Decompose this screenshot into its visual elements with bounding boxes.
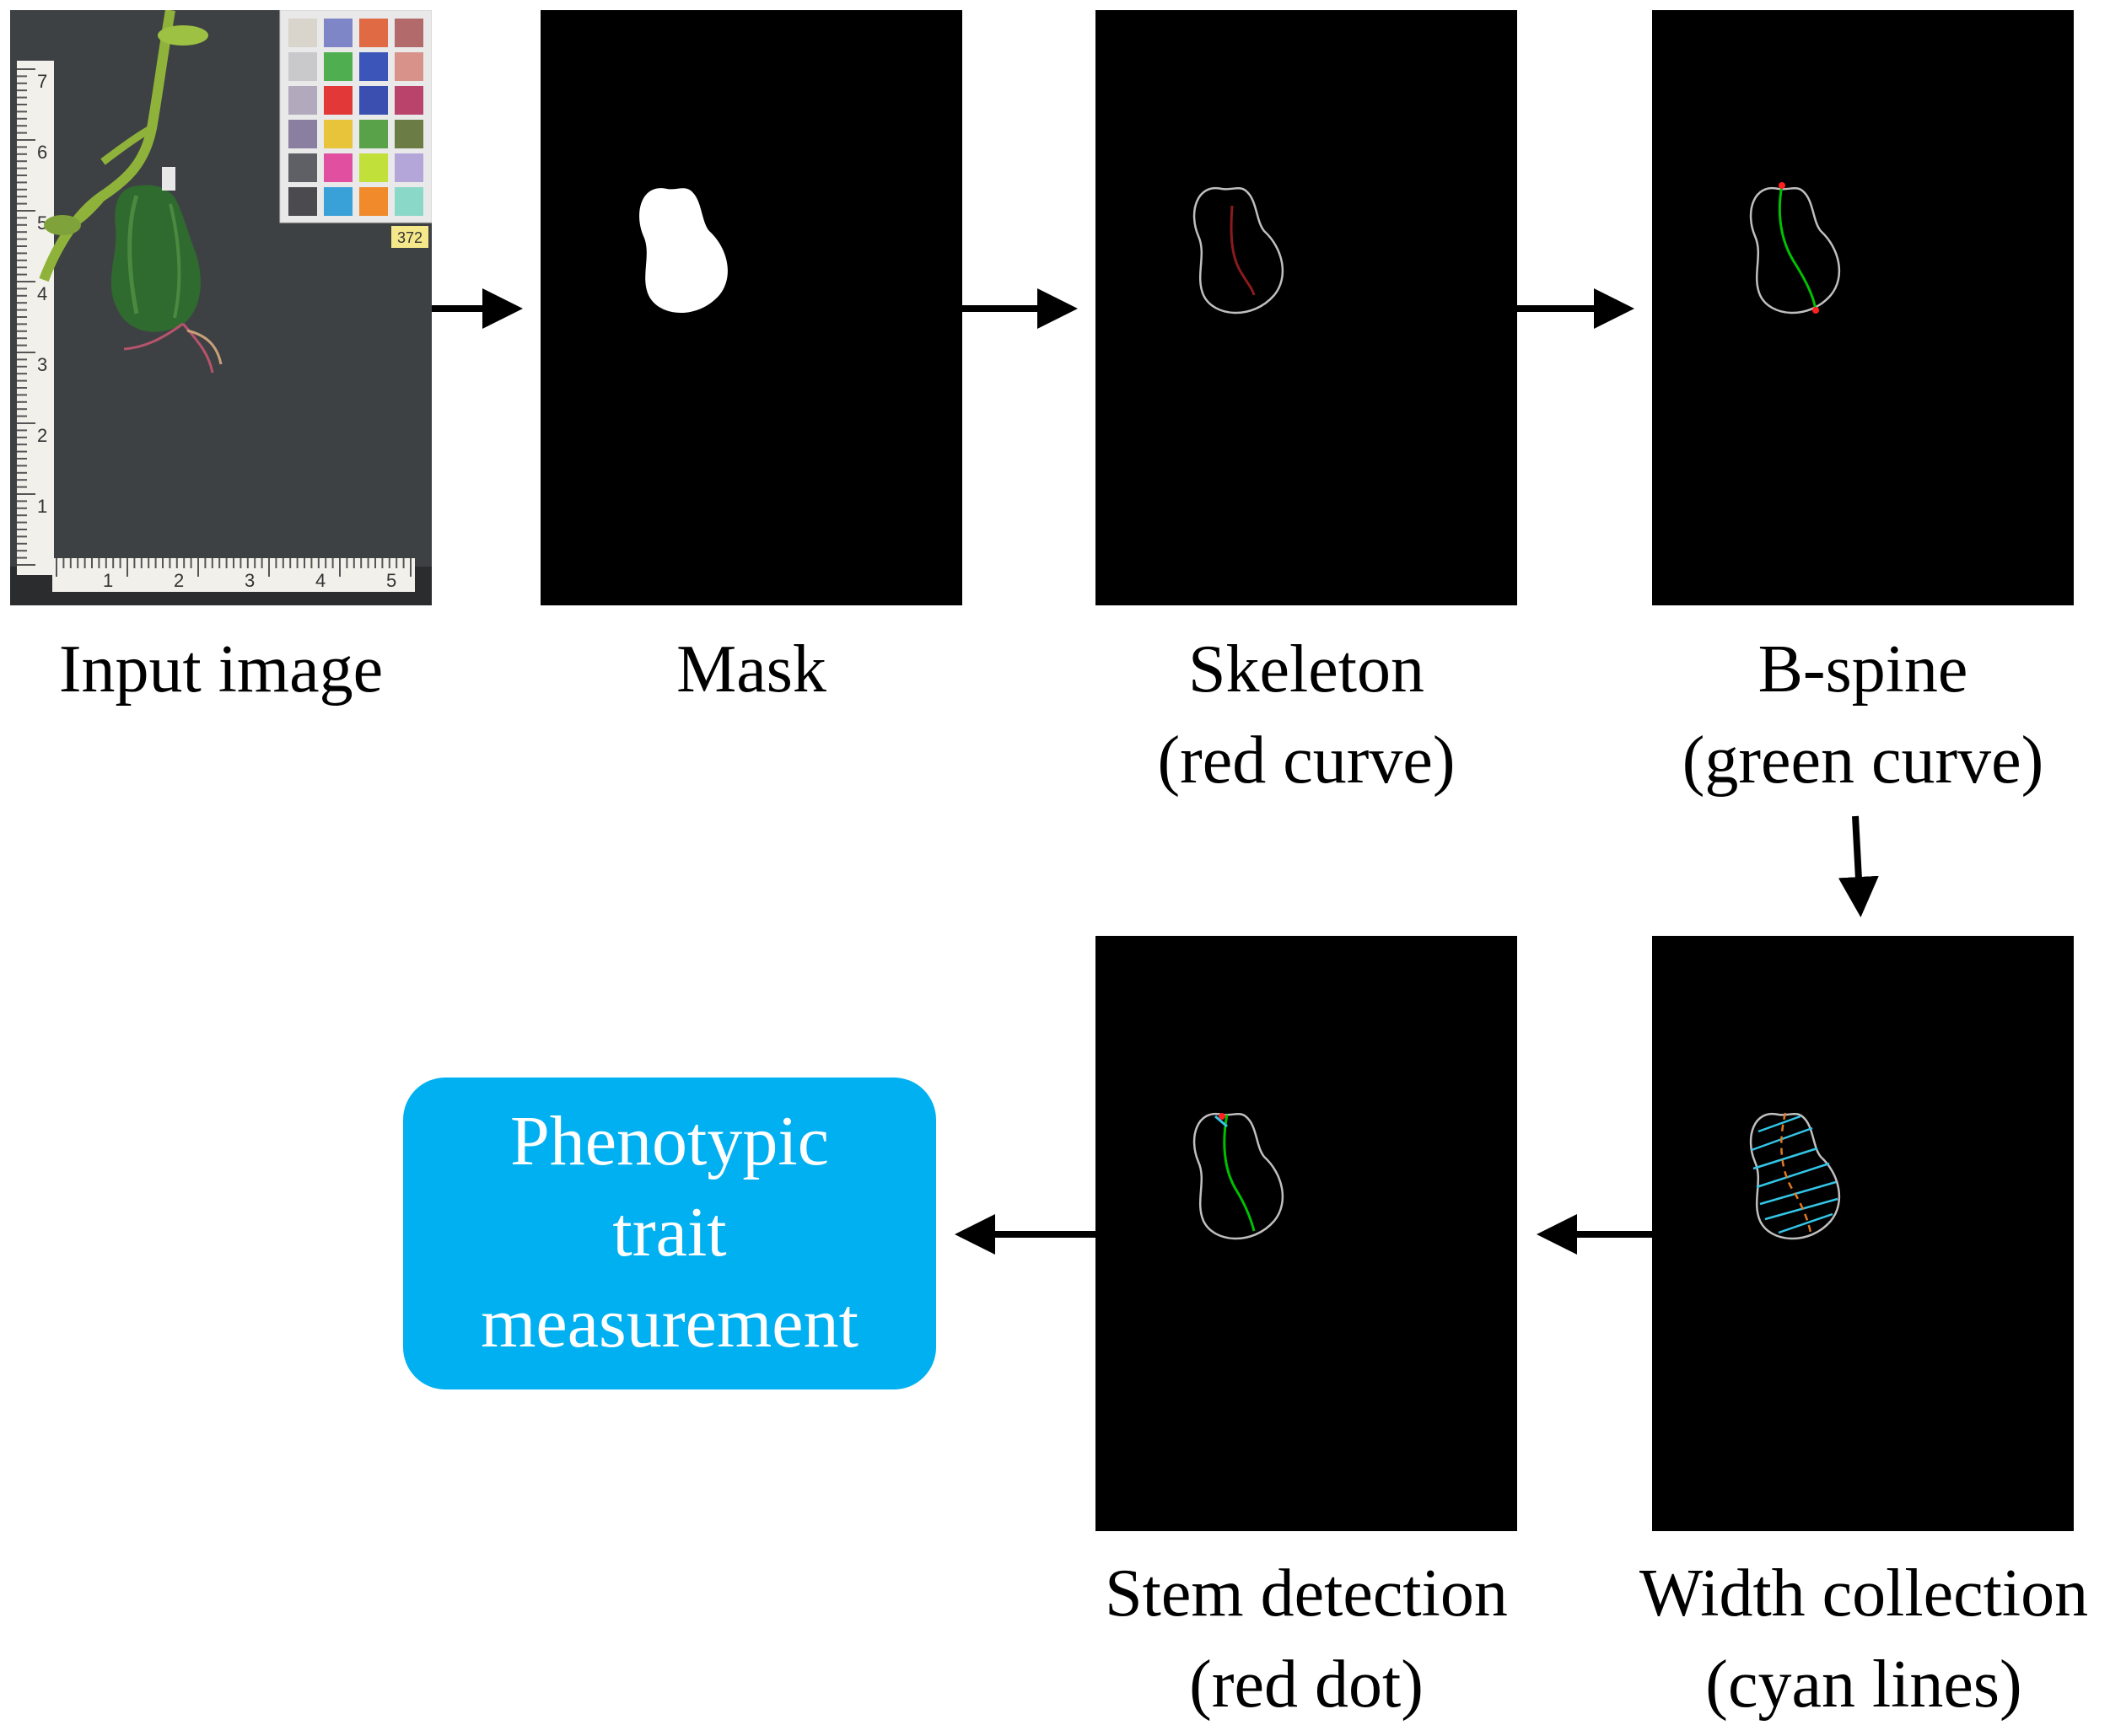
spine-curve [1223,1114,1256,1232]
ruler-label: 1 [37,496,47,517]
width-line [1757,1115,1801,1133]
caption-mask: Mask [676,632,826,707]
caption-stem-detection: Stem detection (red dot) [1105,1556,1508,1722]
fruit-mask-shape [639,188,728,314]
width-collection-panel [1652,936,2074,1531]
ruler-label: 5 [386,570,396,591]
spine-endpoint-top [1779,182,1785,189]
stem-dot [1219,1113,1225,1120]
width-line [1759,1180,1837,1206]
ruler-label: 2 [174,570,184,591]
width-line [1778,1212,1833,1234]
stem-detection-panel [1095,936,1517,1531]
caption-bspine: B-spine (green curve) [1682,632,2044,798]
width-line [1764,1197,1838,1221]
sample-tag [391,226,428,248]
spine-endpoint-bottom [1812,307,1819,314]
stem-width-line [1214,1115,1228,1128]
ruler-label: 1 [103,570,113,591]
ruler-label: 4 [315,570,326,591]
skeleton-panel [1095,10,1517,605]
bspine-panel [1652,10,2074,605]
fruit-outline [1192,1112,1284,1240]
fruit-outline [1749,186,1841,314]
ruler-label: 6 [37,142,47,163]
mask-panel [541,10,962,605]
width-line [1752,1147,1818,1170]
spine-curve [1778,185,1817,311]
fruit-outline [1192,186,1284,314]
arrow-bspine-to-width [1838,815,1879,917]
width-lines [1751,1115,1838,1234]
caption-width-collection: Width collection (cyan lines) [1639,1556,2089,1722]
phenotypic-trait-measurement-box: Phenotypic trait measurement [403,1078,936,1389]
ruler-label: 2 [37,425,47,446]
ruler-label: 3 [37,354,47,375]
ruler-label: 7 [37,71,47,92]
sample-tag-text: 372 [397,229,423,246]
caption-skeleton: Skeleton (red curve) [1157,632,1456,798]
width-line [1756,1162,1830,1189]
skeleton-curve [1230,205,1256,296]
caption-input-image: Input image [58,632,384,707]
fruit-outline [1749,1112,1841,1240]
ruler-label: 3 [245,570,255,591]
ruler-label: 4 [37,283,47,304]
